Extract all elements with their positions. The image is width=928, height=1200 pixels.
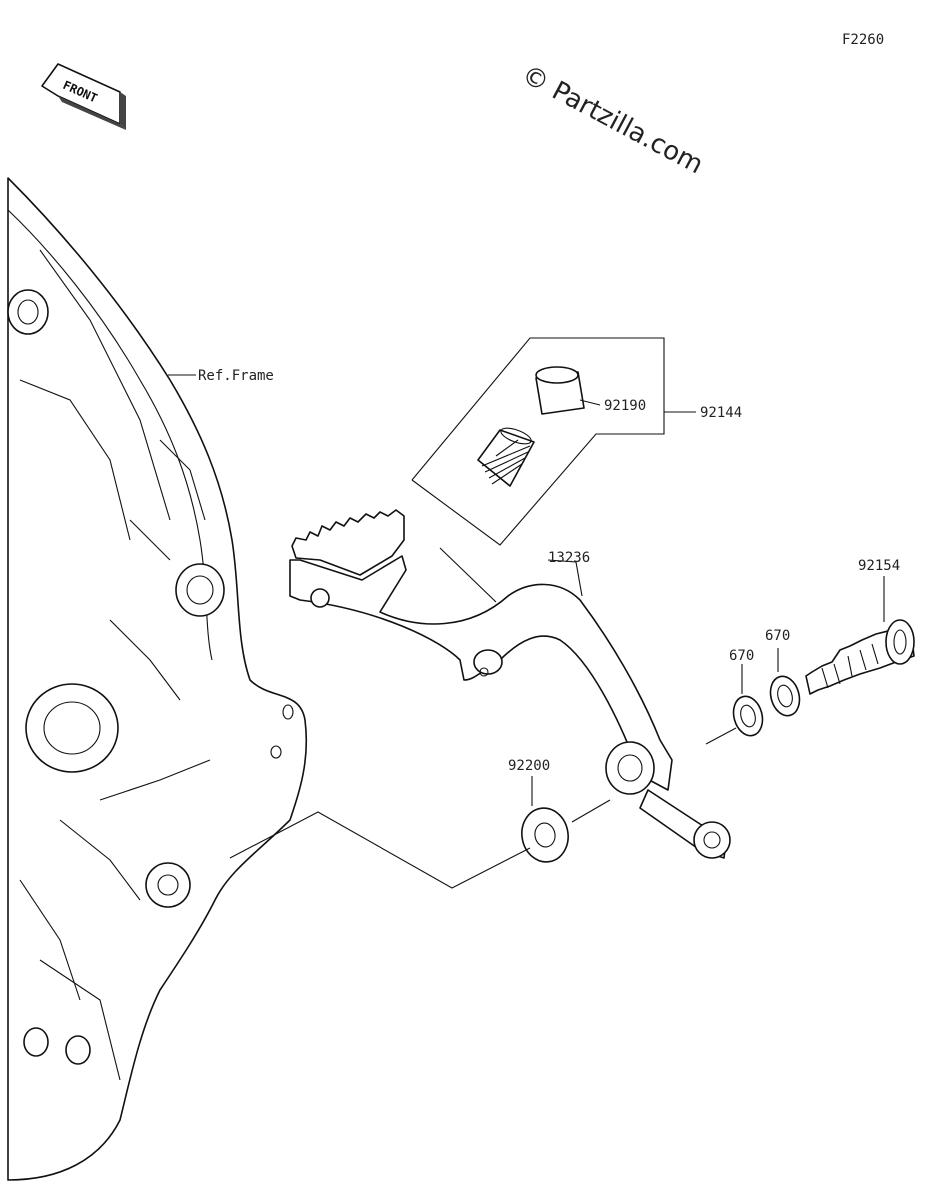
brake-pedal-part <box>289 509 731 859</box>
washer-inner-part <box>732 695 764 737</box>
callout-92190: 92190 <box>604 398 646 414</box>
callout-92200: 92200 <box>508 758 550 774</box>
watermark: © Partzilla.com <box>517 60 708 181</box>
callout-92144: 92144 <box>700 405 742 421</box>
washer-outer-part <box>769 675 801 717</box>
front-arrow-icon: FRONT <box>41 63 126 130</box>
callout-13236: 13236 <box>548 550 590 566</box>
callout-670-inner: 670 <box>729 648 754 664</box>
assembly-bracket <box>411 337 665 546</box>
pin-part <box>535 366 585 415</box>
spring-part <box>477 427 535 487</box>
frame-reference <box>7 177 308 1181</box>
washer-large-part <box>521 807 569 863</box>
diagram-code: F2260 <box>842 32 884 48</box>
callout-670-outer: 670 <box>765 628 790 644</box>
callout-ref-frame: Ref.Frame <box>198 368 274 384</box>
pivot-bolt-part <box>805 619 915 695</box>
callout-92154: 92154 <box>858 558 900 574</box>
